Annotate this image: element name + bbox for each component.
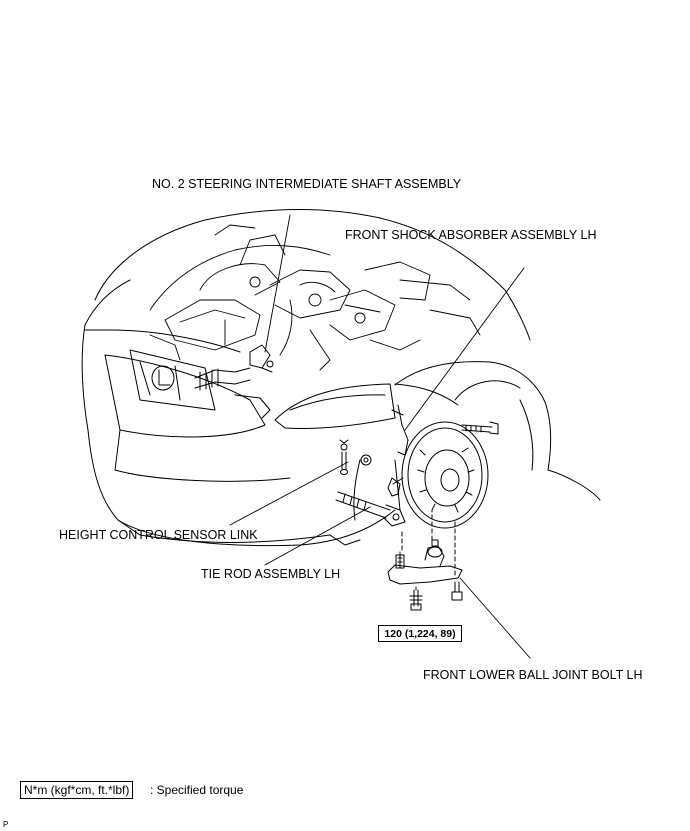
illustration-code: P — [3, 820, 9, 829]
grille-emblem — [129, 349, 216, 411]
label-tie-rod: TIE ROD ASSEMBLY LH — [201, 567, 341, 581]
label-ball-joint-bolt: FRONT LOWER BALL JOINT BOLT LH — [423, 668, 643, 682]
leader-lines — [229, 214, 531, 659]
legend-description: : Specified torque — [150, 783, 244, 797]
torque-spec-box: 120 (1,224, 89) — [378, 625, 462, 642]
engine-bay — [149, 224, 481, 371]
brake-disc — [391, 404, 489, 529]
label-steering-shaft: NO. 2 STEERING INTERMEDIATE SHAFT ASSEMB… — [152, 177, 462, 191]
label-height-sensor-link: HEIGHT CONTROL SENSOR LINK — [59, 528, 258, 542]
lower-ball-joint — [387, 509, 463, 611]
height-sensor-link — [339, 439, 372, 475]
tie-rod — [335, 477, 406, 527]
fender-arch — [394, 361, 601, 501]
legend-unit-box: N*m (kgf*cm, ft.*lbf) — [20, 781, 134, 799]
label-shock-absorber: FRONT SHOCK ABSORBER ASSEMBLY LH — [345, 228, 597, 242]
shock-bolt — [461, 421, 499, 435]
steering-rack — [194, 344, 274, 419]
car-body — [81, 209, 531, 547]
